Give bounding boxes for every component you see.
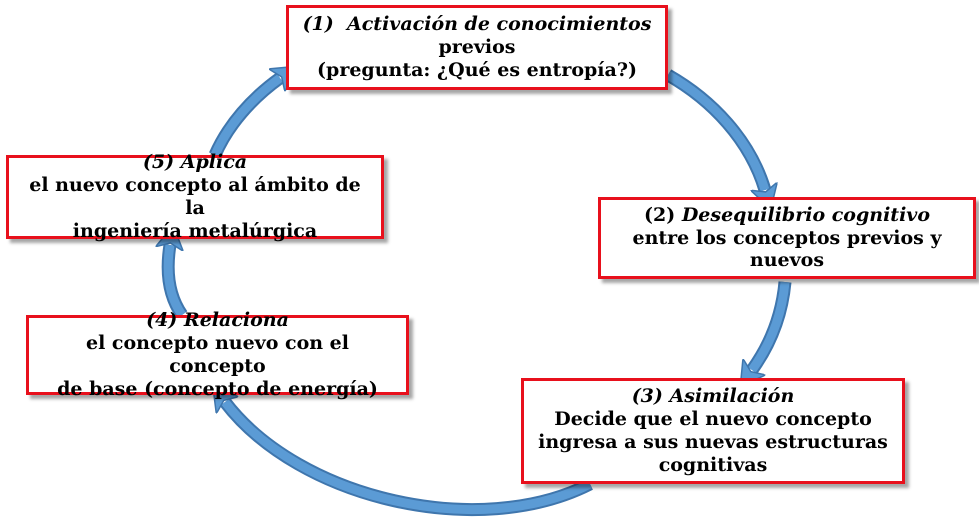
- arrow-1-to-2: [665, 71, 765, 190]
- step-3-line-2: ingresa a sus nuevas estructuras: [538, 431, 888, 453]
- step-3-line-1: Decide que el nuevo concepto: [554, 408, 872, 431]
- arrow-3-to-4: [225, 402, 593, 514]
- step-2-title: Desequilibrio cognitivo: [681, 203, 930, 226]
- step-4-box: (4) Relaciona el concepto nuevo con el c…: [26, 309, 409, 400]
- step-5-line-2: ingeniería metalúrgica: [72, 219, 318, 242]
- step-3-box: (3) Asimilación Decide que el nuevo conc…: [521, 378, 905, 484]
- step-2-heading: (2) Desequilibrio cognitivo: [644, 204, 930, 227]
- step-4-line-2: de base (concepto de energía): [57, 377, 378, 400]
- step-3-line-3: cognitivas: [658, 453, 768, 476]
- step-4-label: (4): [146, 309, 178, 332]
- step-4-title: Relaciona: [183, 309, 289, 332]
- step-2-label: (2): [644, 203, 676, 226]
- step-5-line-1: el nuevo concepto al ámbito de la: [29, 174, 361, 219]
- step-5-title: Aplica: [180, 151, 248, 174]
- arrow-5-to-1: [210, 78, 280, 157]
- step-4-line-1: el concepto nuevo con el concepto: [85, 332, 349, 377]
- arrow-1-to-2-outline: [664, 69, 772, 192]
- step-3-heading: (3) Asimilación: [632, 385, 795, 408]
- step-1-title: Activación de conocimientos: [347, 13, 652, 36]
- step-1-box: (1) Activación de conocimientos previos …: [286, 5, 668, 90]
- step-3-label: (3): [631, 385, 663, 408]
- step-4-heading: (4) Relaciona: [146, 309, 289, 332]
- step-1-label: (1): [302, 13, 334, 36]
- step-1-heading: (1) Activación de conocimientos: [303, 13, 652, 36]
- step-2-box: (2) Desequilibrio cognitivo entre los co…: [598, 197, 976, 279]
- step-2-line-1: entre los conceptos previos y: [632, 226, 942, 249]
- arrow-4-to-5: [168, 245, 186, 318]
- step-5-box: (5) Aplica el nuevo concepto al ámbito d…: [6, 151, 384, 242]
- step-5-heading: (5) Aplica: [143, 151, 247, 174]
- step-3-title: Asimilación: [669, 385, 795, 408]
- arrow-2-to-3: [752, 281, 790, 370]
- step-1-line-2: (pregunta: ¿Qué es entropía?): [317, 58, 637, 81]
- step-5-label: (5): [142, 151, 175, 174]
- step-1-line-1: previos: [438, 36, 516, 59]
- step-2-line-2: nuevos: [749, 249, 825, 272]
